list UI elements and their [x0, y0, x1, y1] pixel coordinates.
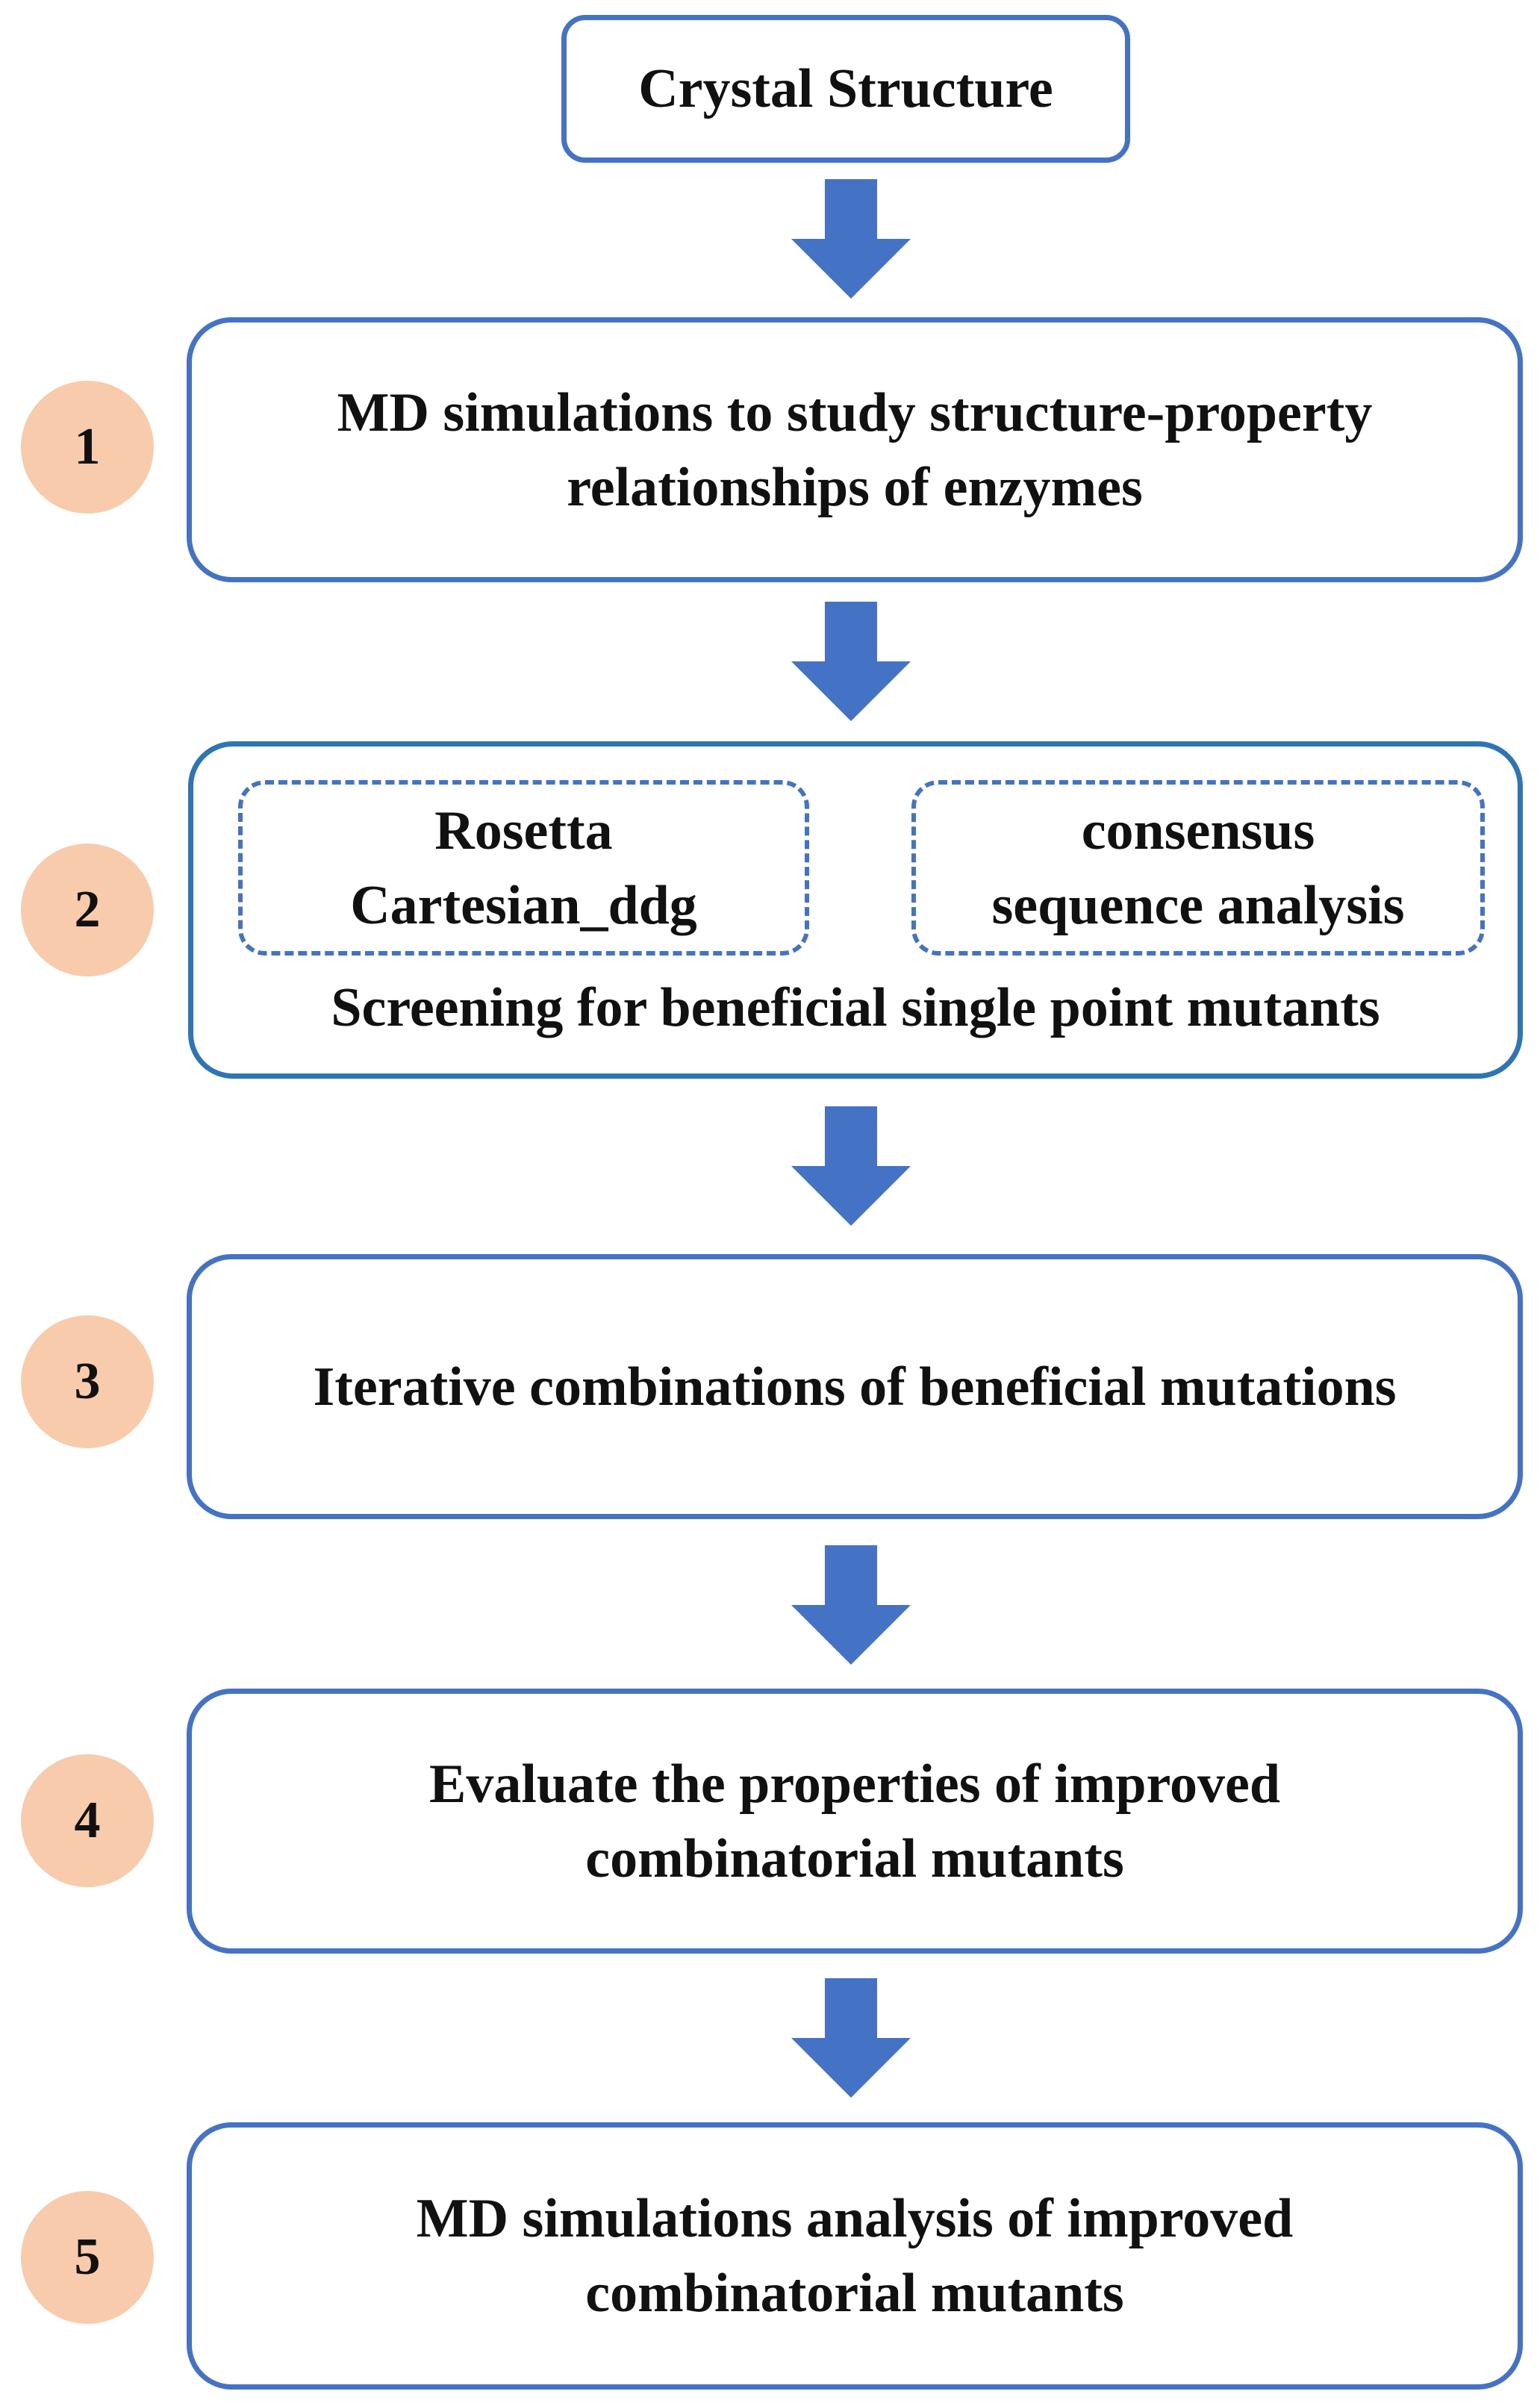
step-2-caption: Screening for beneficial single point mu… [331, 977, 1380, 1038]
step-5-label: MD simulations analysis of improved comb… [416, 2188, 1294, 2324]
step-1-label: MD simulations to study structure-proper… [337, 381, 1373, 518]
step-5-badge: 5 [21, 2191, 154, 2324]
crystal-structure-label: Crystal Structure [638, 58, 1053, 119]
step-5-node: MD simulations analysis of improved comb… [187, 2122, 1523, 2390]
step-3-badge: 3 [21, 1315, 154, 1448]
consensus-method-box: consensus sequence analysis [911, 780, 1485, 956]
rosetta-method-box: Rosetta Cartesian_ddg [238, 780, 809, 956]
step-2-badge: 2 [21, 844, 154, 976]
down-arrow-icon [791, 1545, 911, 1665]
step-4-label: Evaluate the properties of improved comb… [428, 1753, 1281, 1889]
down-arrow-icon [791, 1106, 911, 1226]
down-arrow-icon [791, 1978, 911, 2098]
step-4-number: 4 [74, 1792, 101, 1849]
step-1-badge: 1 [21, 381, 154, 514]
rosetta-method-label: Rosetta Cartesian_ddg [350, 800, 697, 936]
step-1-number: 1 [74, 418, 101, 476]
step-3-number: 3 [74, 1353, 101, 1410]
down-arrow-icon [791, 602, 911, 721]
consensus-method-label: consensus sequence analysis [991, 800, 1405, 936]
crystal-structure-node: Crystal Structure [561, 15, 1130, 163]
step-3-label: Iterative combinations of beneficial mut… [313, 1356, 1397, 1418]
step-5-number: 5 [74, 2228, 101, 2286]
step-1-node: MD simulations to study structure-proper… [187, 317, 1523, 582]
step-4-badge: 4 [21, 1754, 154, 1887]
step-2-number: 2 [74, 881, 101, 938]
step-4-node: Evaluate the properties of improved comb… [187, 1689, 1523, 1954]
step-3-node: Iterative combinations of beneficial mut… [187, 1254, 1523, 1519]
step-2-node: Rosetta Cartesian_ddg consensus sequence… [188, 741, 1523, 1079]
down-arrow-icon [791, 179, 911, 299]
